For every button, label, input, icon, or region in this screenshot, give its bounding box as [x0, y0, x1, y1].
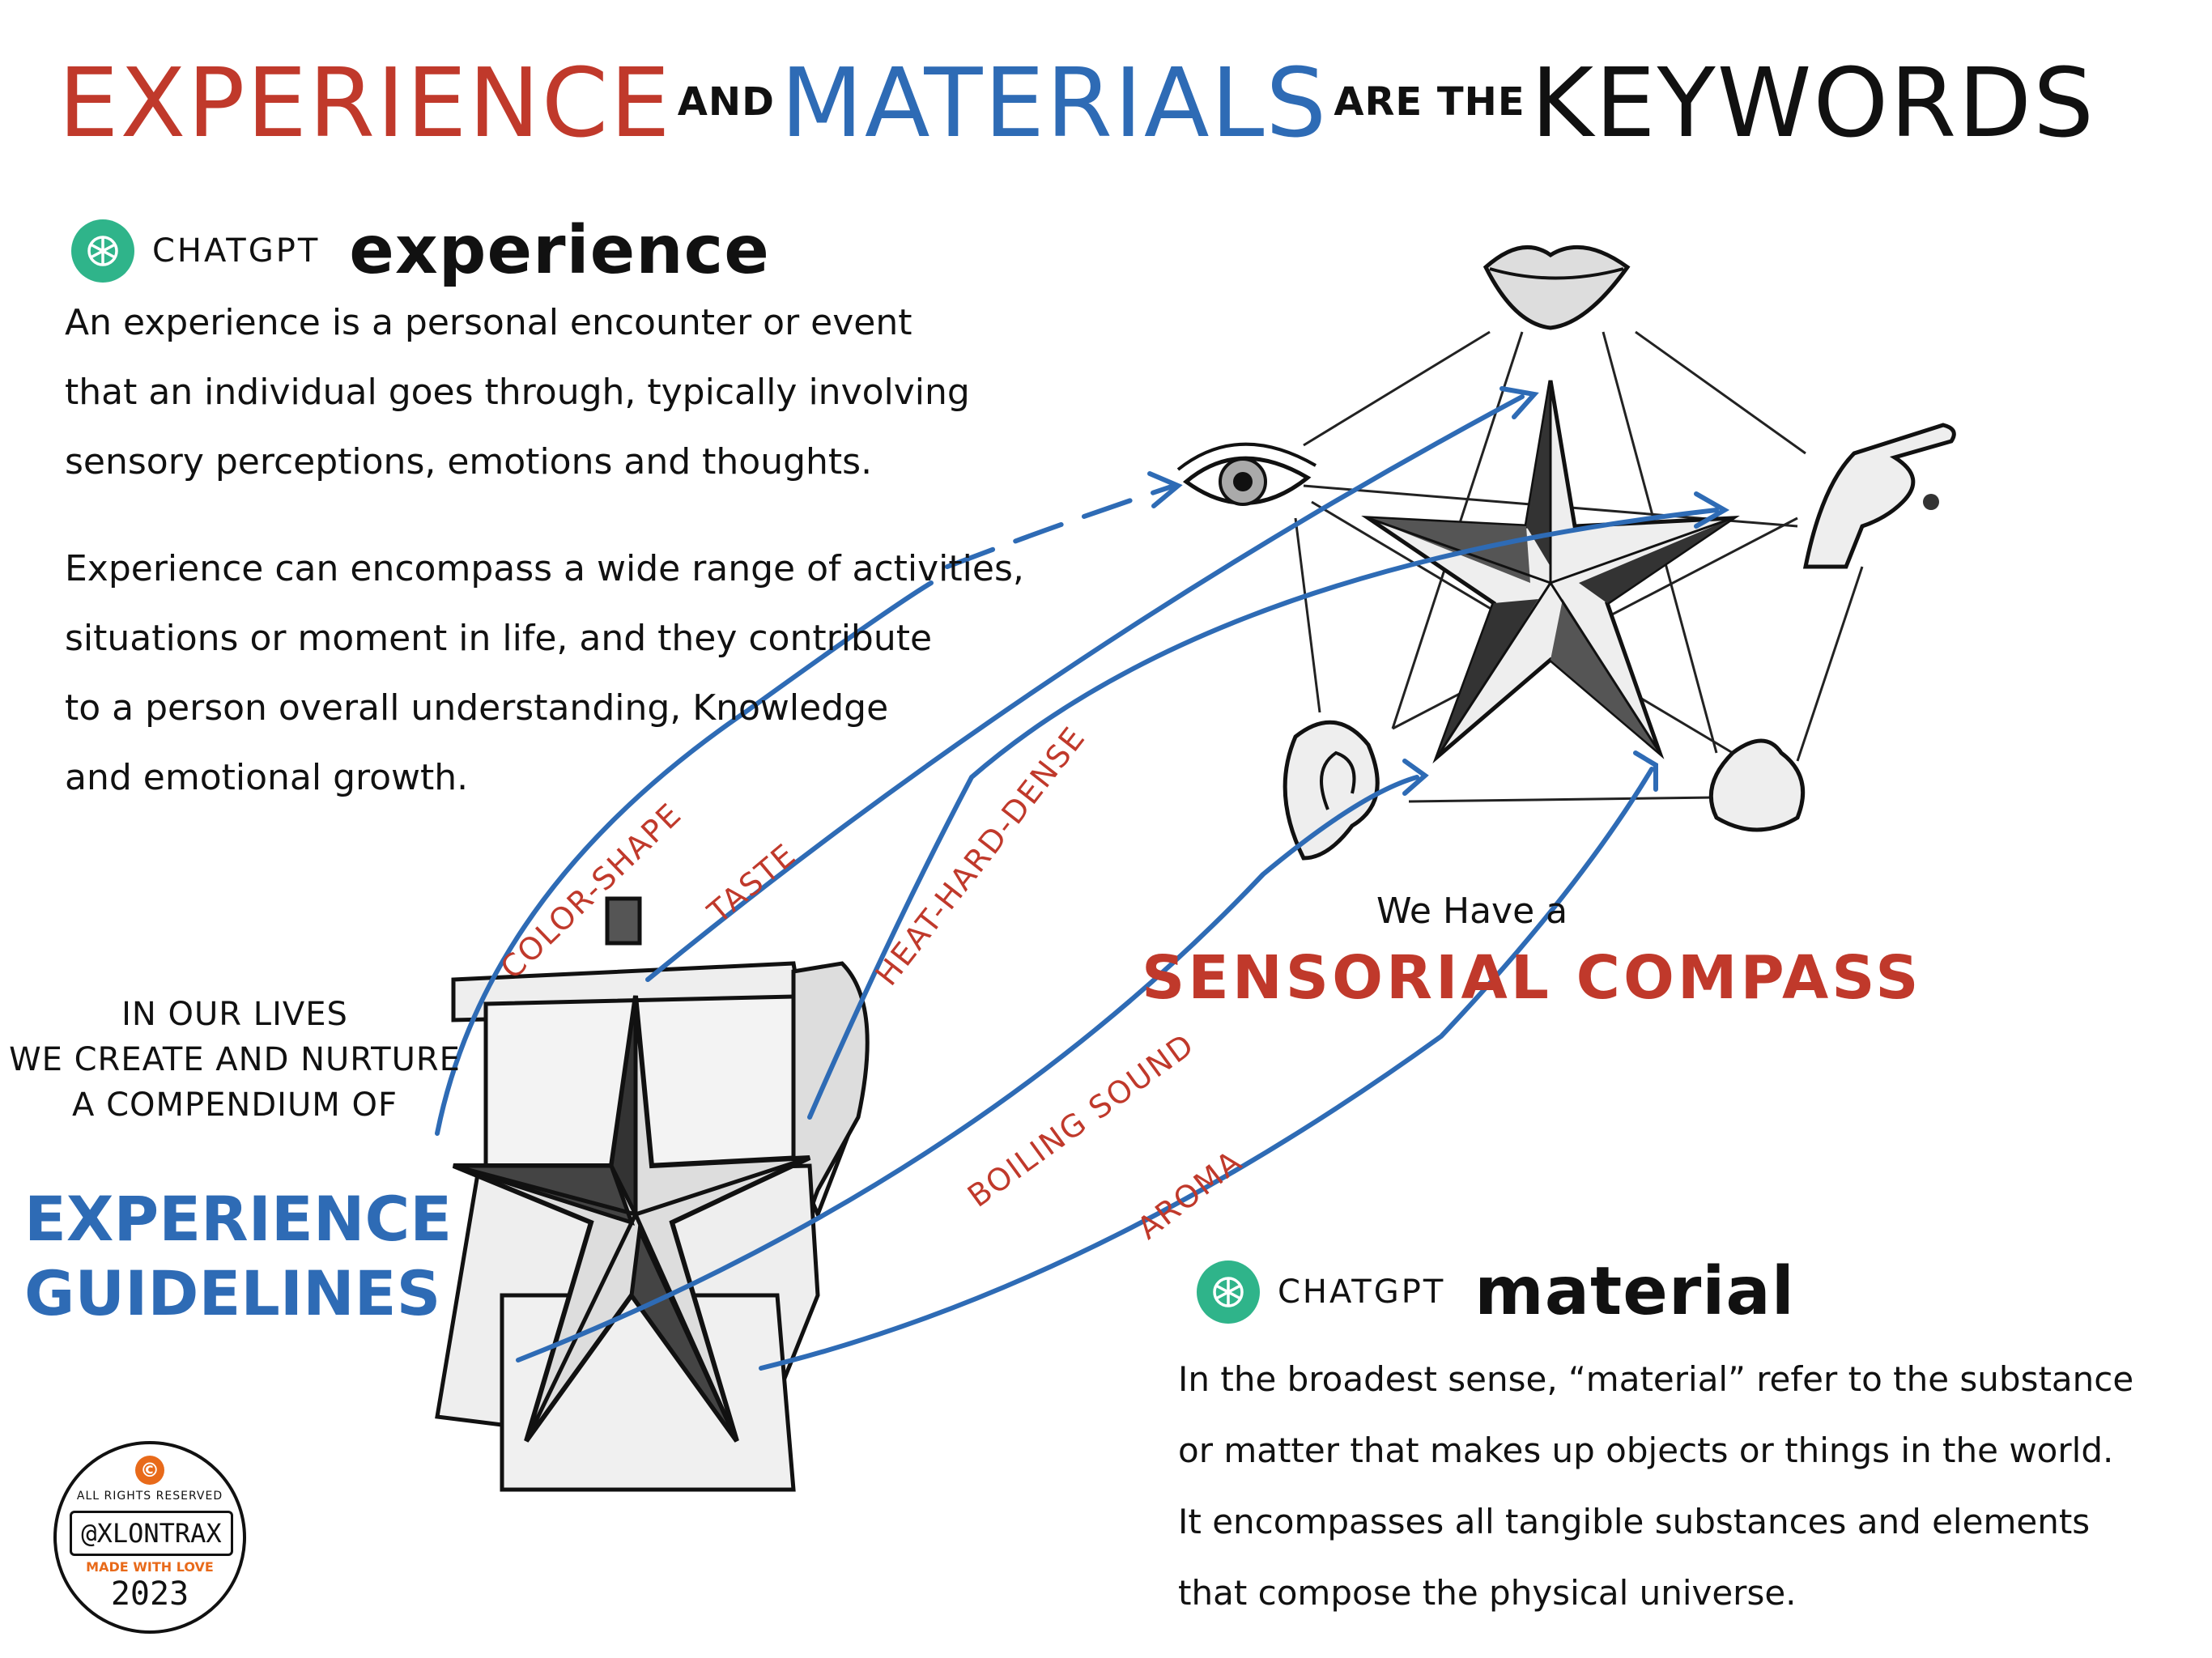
pentagon-lines: [1294, 330, 1864, 803]
experience-ext-line-1: Experience can encompass a wide range of…: [65, 548, 1024, 589]
material-term: material: [1474, 1253, 1795, 1330]
material-source: CHATGPT: [1278, 1273, 1446, 1311]
title-and: and: [677, 79, 775, 125]
title-keywords: KEYWORDS: [1530, 47, 2096, 159]
title-experience: EXPERIENCE: [58, 47, 672, 159]
guidelines-line-2: GUIDELINES: [24, 1257, 441, 1329]
experience-term: experience: [349, 212, 770, 289]
badge-love: MADE WITH LOVE: [86, 1559, 214, 1575]
guidelines-line-1: EXPERIENCE: [24, 1183, 453, 1255]
badge-rights: ALL RIGHTS RESERVED: [76, 1490, 223, 1503]
material-line-1: In the broadest sense, “material” refer …: [1178, 1359, 2134, 1399]
experience-guidelines: EXPERIENCE GUIDELINES: [24, 1182, 453, 1331]
left-caption-line-2: WE CREATE AND NURTURE: [9, 1041, 461, 1078]
material-line-4: that compose the physical universe.: [1178, 1573, 1797, 1613]
experience-definition: An experience is a personal encounter or…: [65, 288, 970, 497]
material-line-2: or matter that makes up objects or thing…: [1178, 1431, 2114, 1470]
eye-icon: [1176, 442, 1317, 506]
experience-line-3: sensory perceptions, emotions and though…: [65, 441, 873, 483]
copyright-badge: © ALL RIGHTS RESERVED @XLONTRAX MADE WIT…: [53, 1441, 246, 1634]
label-aroma: AROMA: [1130, 1142, 1249, 1247]
experience-ext-line-2: situations or moment in life, and they c…: [65, 618, 933, 659]
badge-year: 2023: [110, 1575, 189, 1613]
chatgpt-logo-icon: [71, 219, 134, 283]
ear-icon: [1283, 720, 1380, 861]
hand-icon: [1802, 423, 1956, 569]
experience-extended: Experience can encompass a wide range of…: [65, 534, 1024, 813]
label-taste: TASTE: [700, 836, 803, 930]
experience-line-2: that an individual goes through, typical…: [65, 372, 970, 413]
material-heading: CHATGPT material: [1197, 1253, 1795, 1330]
experience-heading: CHATGPT experience: [71, 212, 770, 289]
page-title: EXPERIENCE and MATERIALS are the KEYWORD…: [58, 47, 2095, 159]
compass-subtitle: We Have a: [1376, 891, 1568, 932]
moka-pot-icon: [435, 896, 870, 1492]
left-caption-line-1: IN OUR LIVES: [121, 996, 348, 1033]
experience-ext-line-3: to a person overall understanding, Knowl…: [65, 687, 889, 729]
experience-source: CHATGPT: [152, 232, 321, 270]
experience-line-1: An experience is a personal encounter or…: [65, 302, 912, 343]
label-color-shape: COLOR-SHAPE: [493, 796, 689, 986]
label-boiling-sound: BOILING SOUND: [961, 1026, 1202, 1214]
left-caption-line-3: A COMPENDIUM OF: [72, 1086, 398, 1124]
nose-icon: [1708, 738, 1806, 832]
material-line-3: It encompasses all tangible substances a…: [1178, 1502, 2091, 1541]
title-materials: MATERIALS: [781, 47, 1329, 159]
left-caption: IN OUR LIVES WE CREATE AND NURTURE A COM…: [8, 992, 462, 1128]
material-definition: In the broadest sense, “material” refer …: [1178, 1344, 2133, 1629]
lips-icon: [1482, 244, 1631, 330]
copyright-icon: ©: [135, 1456, 164, 1485]
compass-title: SENSORIAL COMPASS: [1142, 943, 1922, 1013]
experience-ext-line-4: and emotional growth.: [65, 757, 469, 798]
title-are-the: are the: [1334, 79, 1525, 125]
chatgpt-logo-icon: [1197, 1260, 1260, 1324]
compass-star: [1361, 380, 1740, 764]
badge-handle: @XLONTRAX: [70, 1511, 233, 1556]
